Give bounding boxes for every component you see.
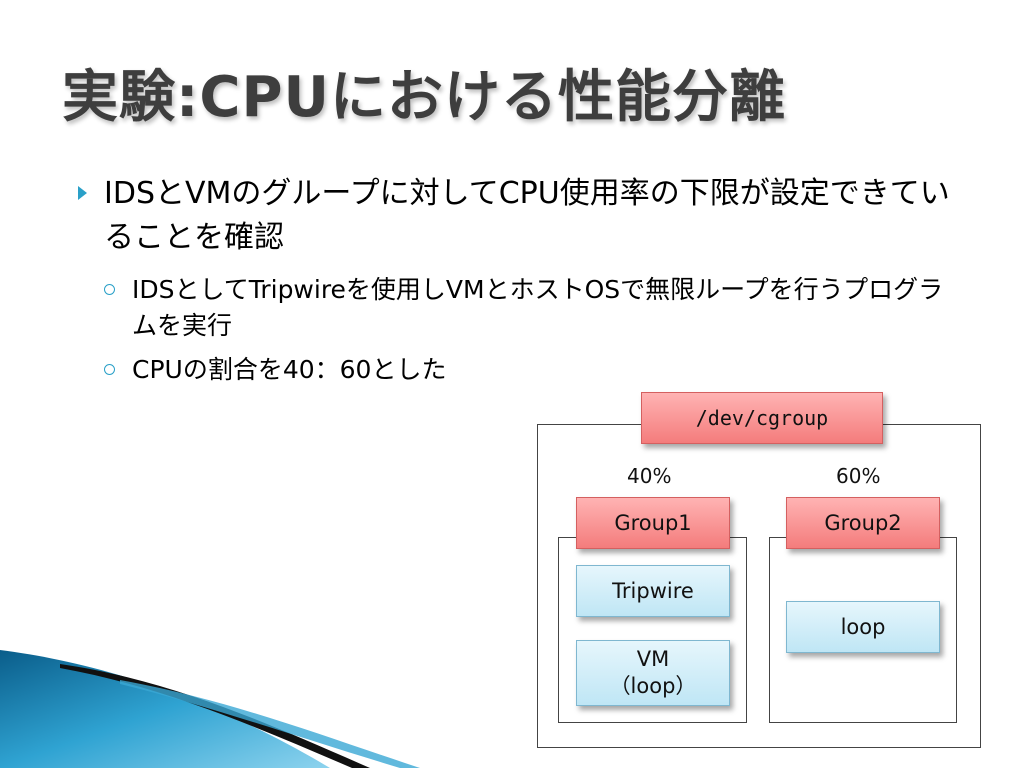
bullet-main-text: IDSとVMのグループに対してCPU使用率の下限が設定できていることを確認 [104,176,950,255]
group1-percent: 40% [627,464,672,488]
bullet-main: IDSとVMのグループに対してCPU使用率の下限が設定できていることを確認 [78,172,958,260]
loop-box: loop [786,601,940,653]
group2-percent: 60% [836,464,881,488]
cgroup-root-box: /dev/cgroup [641,392,883,444]
decorative-swoosh [0,650,420,768]
group2-box: Group2 [786,497,940,549]
circle-bullet-icon [104,364,115,375]
circle-bullet-icon [104,284,115,295]
bullet-sub-2: CPUの割合を40：60とした [104,352,964,388]
page-title: 実験:CPUにおける性能分離 [62,65,787,130]
tripwire-box: Tripwire [576,565,730,617]
bullet-sub-1: IDSとしてTripwireを使用しVMとホストOSで無限ループを行うプログラム… [104,272,964,344]
bullet-sub-2-text: CPUの割合を40：60とした [132,355,447,384]
group1-box: Group1 [576,497,730,549]
vm-box: VM （loop） [576,640,730,706]
triangle-bullet-icon [78,186,87,200]
bullet-sub-1-text: IDSとしてTripwireを使用しVMとホストOSで無限ループを行うプログラム… [132,275,944,340]
